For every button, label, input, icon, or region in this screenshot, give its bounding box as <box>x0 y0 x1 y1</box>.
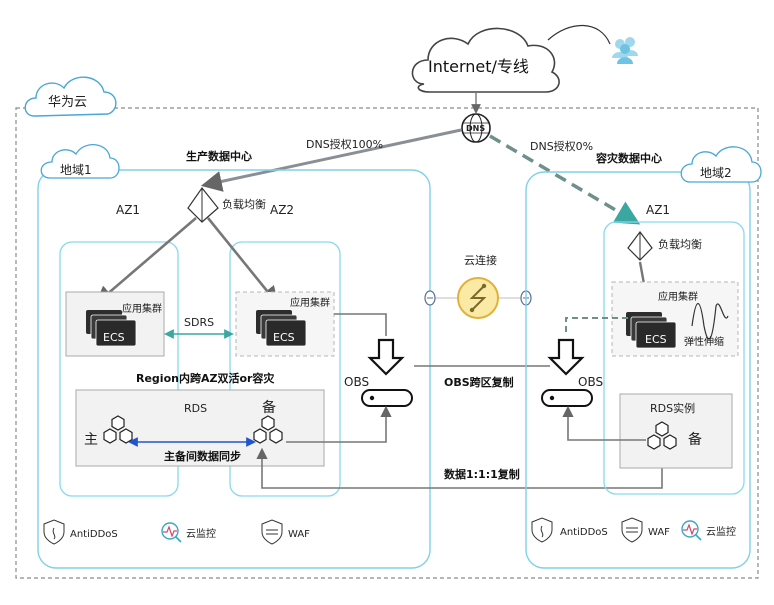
dr-app-cluster-label: 应用集群 <box>658 290 698 303</box>
dns-label: DNS <box>466 124 485 133</box>
az2-frame <box>229 241 341 497</box>
dr-center-title: 容灾数据中心 <box>595 151 662 165</box>
region2-label: 地域2 <box>700 166 732 180</box>
dual-active-label: Region内跨AZ双活or容灾 <box>136 371 275 385</box>
dns-weight-dr: DNS授权0% <box>530 139 593 153</box>
dr-service-antiddos: AntiDDoS <box>560 527 608 538</box>
db-sync-label: 主备间数据同步 <box>164 449 241 463</box>
dr-rds-box <box>619 393 733 469</box>
az1-label: AZ1 <box>116 203 140 217</box>
region1-cloud-icon <box>40 144 120 179</box>
prod-waf-icon <box>261 519 283 545</box>
production-center-title: 生产数据中心 <box>186 149 252 163</box>
region2-cloud-icon <box>680 146 762 183</box>
data-replication-label: 数据1:1:1复制 <box>444 467 520 481</box>
dr-service-monitor: 云监控 <box>706 525 736 538</box>
internet-label: Internet/专线 <box>428 57 529 76</box>
dr-lb-label: 负载均衡 <box>658 237 702 251</box>
dr-az1-label: AZ1 <box>646 203 670 217</box>
dr-rds-label: RDS实例 <box>650 401 695 415</box>
ecs-to-obs-line <box>334 313 387 336</box>
huawei-cloud-frame <box>15 107 759 579</box>
dr-waf-icon <box>621 517 643 543</box>
az2-label: AZ2 <box>270 203 294 217</box>
production-obs-label: OBS <box>344 375 369 389</box>
region1-frame <box>37 169 431 569</box>
dr-load-balancer-icon <box>627 231 653 261</box>
load-balancer-icon <box>187 186 219 223</box>
obs-replication-label: OBS跨区复制 <box>444 375 514 389</box>
az1-ecs-label: ECS <box>103 331 125 344</box>
prod-service-waf: WAF <box>288 529 310 540</box>
dr-service-waf: WAF <box>648 527 670 538</box>
standby-to-obs-line <box>286 405 392 443</box>
primary-label: 主 <box>84 432 98 448</box>
sdrs-label: SDRS <box>184 316 214 329</box>
prod-service-antiddos: AntiDDoS <box>70 529 118 540</box>
cloud-connect-label: 云连接 <box>464 254 497 267</box>
dr-ecs-label: ECS <box>645 333 667 346</box>
az1-frame <box>59 241 179 497</box>
huawei-cloud-label: 华为云 <box>48 95 87 110</box>
prod-monitor-icon <box>161 522 182 543</box>
lb-to-az1-ecs-arrow <box>95 217 197 305</box>
prod-antiddos-icon <box>43 519 65 545</box>
dns-weight-production: DNS授权100% <box>306 137 383 151</box>
dr-db-to-obs-line <box>562 405 646 441</box>
cloud-connect-icon <box>457 277 499 319</box>
dr-monitor-icon <box>681 520 702 541</box>
dns-globe-icon <box>461 113 491 143</box>
dns-to-production-arrow <box>200 128 462 192</box>
production-obs-bucket-icon <box>361 389 413 407</box>
standby-label: 备 <box>262 399 276 416</box>
users-icon <box>612 37 638 64</box>
internet-cloud-icon <box>411 27 560 93</box>
rds-label: RDS <box>184 402 207 415</box>
dr-ecs-to-obs-line <box>565 317 628 336</box>
lb-to-az2-ecs-arrow <box>206 217 279 305</box>
huawei-cloud-icon <box>24 76 117 117</box>
obs-upload-arrow-icon <box>368 338 404 376</box>
dns-to-dr-arrow <box>489 134 641 225</box>
dr-antiddos-icon <box>531 517 553 543</box>
dr-az1-frame <box>603 221 745 495</box>
region2-frame <box>525 171 751 569</box>
region1-label: 地域1 <box>60 163 92 177</box>
router-left-icon <box>424 290 436 306</box>
dr-obs-upload-arrow-icon <box>548 338 584 376</box>
az2-app-cluster-label: 应用集群 <box>290 296 330 309</box>
dr-obs-label: OBS <box>578 375 603 389</box>
elastic-scaling-label: 弹性伸缩 <box>684 335 724 348</box>
users-link-line <box>547 24 611 45</box>
production-lb-label: 负载均衡 <box>222 197 266 211</box>
dr-standby-label: 备 <box>688 431 702 448</box>
elastic-scaling-wave-icon <box>691 303 729 340</box>
az1-app-cluster-label: 应用集群 <box>122 302 162 315</box>
dr-obs-bucket-icon <box>541 389 593 407</box>
prod-service-monitor: 云监控 <box>186 527 216 540</box>
az2-ecs-label: ECS <box>273 331 295 344</box>
data-replication-line <box>256 447 668 489</box>
